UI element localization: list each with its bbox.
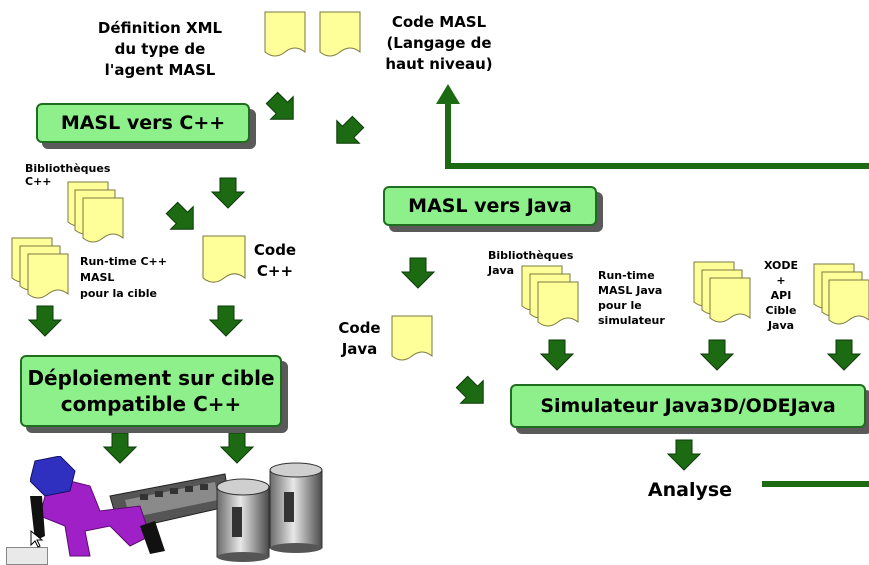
label-bib-cpp: Bibliothèques C++ [25, 162, 111, 188]
drum-left [216, 478, 270, 562]
label-code-cpp: Code C++ [253, 241, 297, 280]
box-simulator: Simulateur Java3D/ODEJava [510, 384, 866, 428]
label-analyse: Analyse [647, 479, 733, 501]
drum-computers-image [216, 462, 323, 562]
doc-stack-runtime-cpp-icon [11, 237, 69, 299]
mouse-pointer-icon [30, 530, 44, 548]
robot-dog-image [30, 456, 230, 557]
doc-code-java-icon [391, 315, 433, 361]
box-masl-to-java: MASL vers Java [383, 186, 597, 226]
box-deployment: Déploiement sur cible compatible C++ [20, 355, 282, 427]
drum-right [269, 462, 323, 553]
label-code-java: Code Java [338, 319, 381, 358]
feedback-arrowhead [436, 84, 460, 104]
label-xode: XODE + API Cible Java [763, 259, 799, 332]
doc-masl-icon [319, 11, 361, 57]
label-masl-code: Code MASL (Langage de haut niveau) [385, 13, 493, 73]
doc-code-cpp-icon [202, 235, 246, 283]
label-runtime-cpp: Run-time C++ MASL pour la cible [80, 255, 167, 300]
label-runtime-java: Run-time MASL Java pour le simulateur [598, 269, 665, 327]
label-xml-definition: Définition XML du type de l'agent MASL [97, 19, 223, 79]
doc-stack-bib-cpp-icon [67, 181, 124, 243]
box-masl-to-cpp: MASL vers C++ [36, 103, 250, 143]
doc-stack-runtime-java-icon [693, 261, 751, 323]
doc-stack-xode-icon [813, 263, 869, 325]
toolbar-widget[interactable] [6, 547, 48, 565]
feedback-line [445, 100, 869, 169]
label-bib-java: Bibliothèques Java [488, 249, 574, 277]
doc-xml-icon [264, 11, 306, 57]
